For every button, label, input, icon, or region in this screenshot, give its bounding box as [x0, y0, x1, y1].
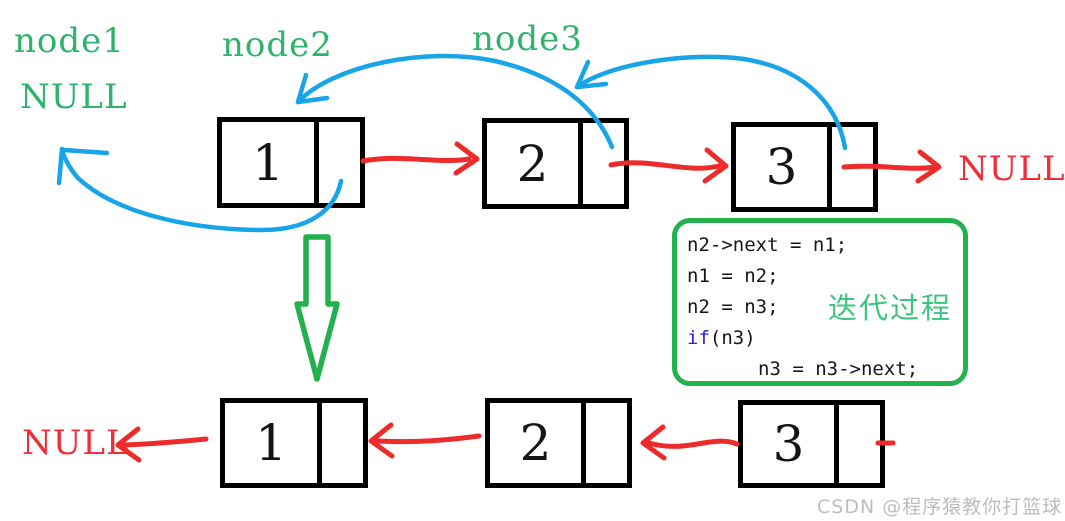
- top-node-1-value: 1: [252, 133, 284, 192]
- bottom-node-2-pointer-cell: [581, 403, 627, 483]
- bottom-node-3-pointer-cell: [834, 405, 880, 483]
- node2-label: node2: [222, 25, 333, 65]
- green-down-arrow: [294, 234, 340, 382]
- top-node-2-value: 2: [516, 134, 549, 193]
- top-node-2-pointer-cell: [578, 123, 624, 204]
- bottom-node-3-value: 3: [772, 415, 805, 473]
- code-line-2: n1 = n2;: [687, 265, 779, 287]
- red-arrow-bottom-2-to-1: [368, 422, 482, 459]
- null-top-right-label: NULL: [958, 149, 1065, 189]
- node3-label: node3: [472, 19, 583, 59]
- red-arrow-top-1-to-2: [360, 141, 480, 176]
- node1-label: node1: [14, 21, 125, 61]
- red-arrow-bottom-1-to-null: [115, 426, 209, 463]
- null-bottom-left-label: NULL: [22, 423, 130, 463]
- if-keyword: if: [687, 327, 710, 349]
- top-node-3-box: 3: [731, 122, 878, 212]
- code-line-3: n2 = n3;: [687, 296, 779, 318]
- code-line-5: n3 = n3->next;: [758, 358, 919, 380]
- top-node-2-box: 2: [482, 118, 629, 209]
- top-node-1-pointer-cell: [314, 122, 360, 203]
- iteration-code-box: n2->next = n1; n1 = n2; n2 = n3; if(n3) …: [672, 218, 968, 386]
- bottom-node-3-box: 3: [738, 400, 885, 488]
- top-node-3-value: 3: [765, 138, 798, 196]
- bottom-node-1-pointer-cell: [317, 403, 363, 483]
- iteration-annotation: 迭代过程: [828, 291, 953, 325]
- code-line-1: n2->next = n1;: [687, 234, 848, 256]
- bottom-node-2-box: 2: [485, 398, 632, 488]
- top-node-1-box: 1: [217, 117, 365, 208]
- bottom-node-1-value: 1: [255, 414, 287, 472]
- top-node-3-pointer-cell: [827, 127, 873, 207]
- bottom-node-1-box: 1: [220, 398, 368, 488]
- bottom-node-2-value: 2: [519, 414, 552, 472]
- if-condition: (n3): [709, 327, 756, 349]
- code-line-4: if(n3): [687, 323, 963, 354]
- null-initial-label: NULL: [20, 77, 128, 117]
- watermark: CSDN @程序猿教你打篮球: [817, 496, 1063, 518]
